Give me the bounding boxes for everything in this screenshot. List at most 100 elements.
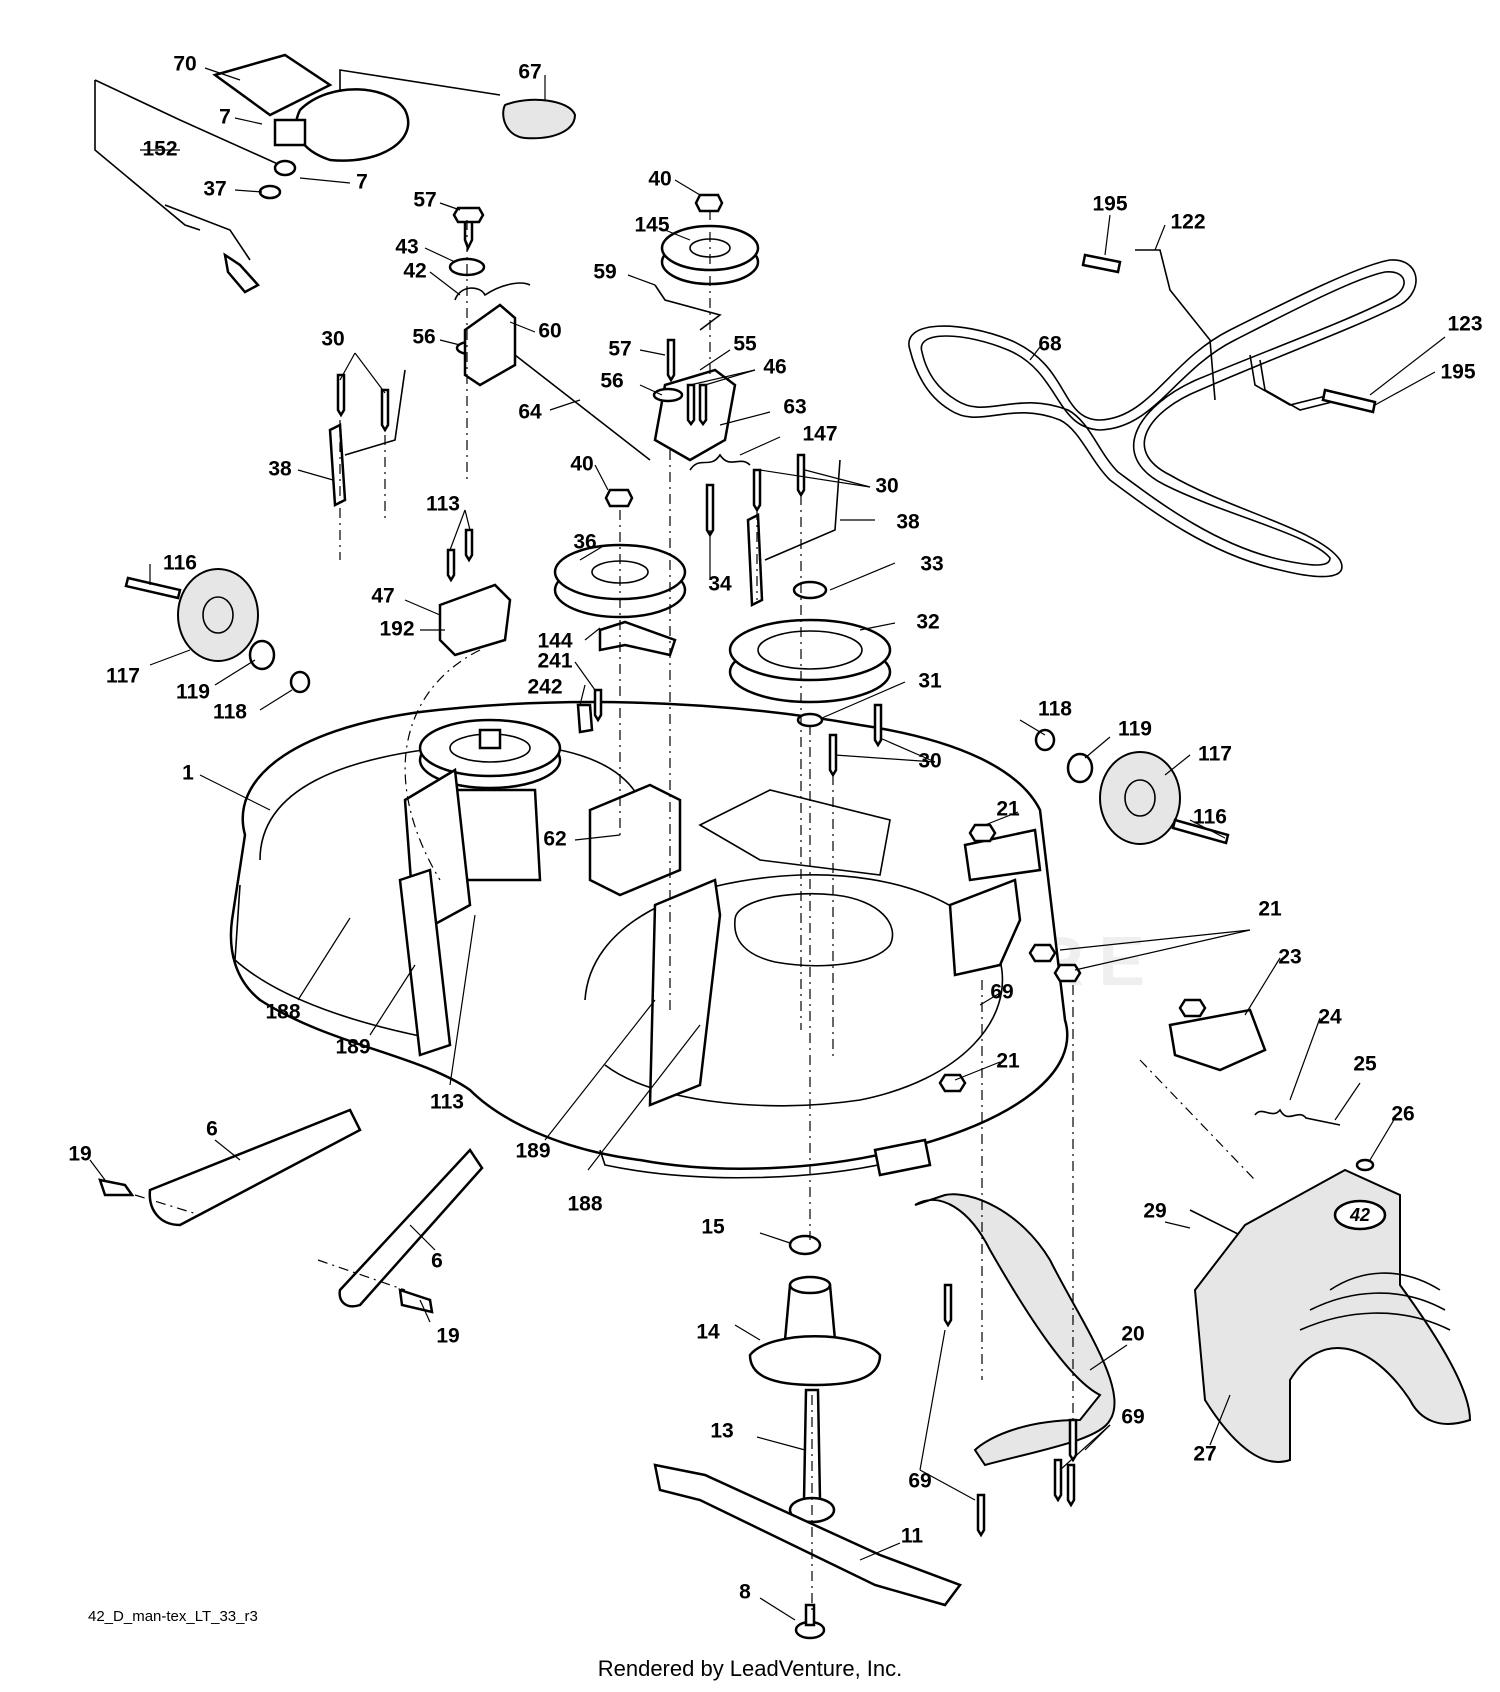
deck-left-pulley xyxy=(403,718,562,938)
callout: 27 xyxy=(1193,1443,1216,1466)
callout: 122 xyxy=(1170,211,1205,234)
callout: 188 xyxy=(567,1193,602,1216)
upper-idler-pulley xyxy=(654,193,760,331)
callout: 56 xyxy=(600,370,623,393)
callout: 189 xyxy=(335,1036,370,1059)
callout: 118 xyxy=(213,701,247,724)
callout: 147 xyxy=(802,423,837,446)
lever-knob xyxy=(502,98,577,140)
callout: 30 xyxy=(875,475,898,498)
bolt-34 xyxy=(705,483,715,538)
callout: 145 xyxy=(634,214,669,237)
callout: 57 xyxy=(608,338,631,361)
callout: 7 xyxy=(219,106,231,129)
diagram-file-code: 42_D_man-tex_LT_33_r3 xyxy=(88,1608,258,1625)
callout: 42 xyxy=(403,260,426,283)
discharge-chute: 42 xyxy=(1193,1168,1472,1463)
bracket-47 xyxy=(438,528,512,657)
callout: 113 xyxy=(430,1091,464,1114)
callout: 60 xyxy=(538,320,561,343)
callout: 19 xyxy=(436,1325,459,1348)
callout: 30 xyxy=(918,750,941,773)
bolts-241-242 xyxy=(576,688,603,734)
leader-lines xyxy=(89,67,1446,1621)
main-deck-pulley xyxy=(728,580,892,728)
callout: 1 xyxy=(182,762,194,785)
deflector-rod xyxy=(914,1193,1116,1538)
callout: 19 xyxy=(68,1143,91,1166)
callout: 40 xyxy=(648,168,671,191)
callout: 47 xyxy=(371,585,394,608)
render-credit: Rendered by LeadVenture, Inc. xyxy=(597,1656,903,1681)
callout: 38 xyxy=(896,511,920,534)
callout: 25 xyxy=(1353,1053,1377,1076)
callout: 21 xyxy=(996,1050,1020,1073)
callout: 30 xyxy=(321,328,344,351)
callout: 68 xyxy=(1038,333,1062,356)
deck-bolts-30 xyxy=(828,703,883,778)
callout: 20 xyxy=(1121,1323,1144,1346)
callout: 7 xyxy=(356,171,368,194)
callout: 119 xyxy=(1118,718,1152,741)
callout: 63 xyxy=(783,396,806,419)
callout: 64 xyxy=(518,401,542,424)
callout: 11 xyxy=(901,1525,924,1548)
deck-mount-brackets xyxy=(398,783,1022,1107)
callout: 189 xyxy=(515,1140,550,1163)
callout: 70 xyxy=(173,53,196,76)
idler-bracket xyxy=(652,338,751,471)
blade-spindle-assembly xyxy=(653,1234,963,1640)
callout: 118 xyxy=(1038,698,1072,721)
callout: 55 xyxy=(733,333,757,356)
callout: 14 xyxy=(696,1321,720,1344)
callout: 6 xyxy=(431,1250,443,1273)
left-bracket-bolts xyxy=(328,369,406,507)
callout: 119 xyxy=(176,681,210,704)
callout: 36 xyxy=(573,531,596,554)
callout: 59 xyxy=(593,261,616,284)
callout: 46 xyxy=(763,356,786,379)
callout: 32 xyxy=(916,611,939,634)
callout: 38 xyxy=(268,458,292,481)
callout: 67 xyxy=(518,61,541,84)
callout: 69 xyxy=(990,981,1013,1004)
callout: 144 xyxy=(537,630,572,653)
callout: 113 xyxy=(426,493,460,516)
callout: 13 xyxy=(710,1420,733,1443)
callout: 117 xyxy=(106,665,140,688)
callout: 15 xyxy=(701,1216,725,1239)
drive-belt xyxy=(908,259,1417,578)
callout: 117 xyxy=(1198,743,1232,766)
callout: 241 xyxy=(537,650,572,673)
callout: 192 xyxy=(379,618,414,641)
callout: 116 xyxy=(1193,806,1227,829)
right-bracket-bolts xyxy=(746,453,841,607)
callout-labels: 70 67 7 152 7 37 57 43 42 56 60 30 38 64… xyxy=(68,53,1482,1604)
callout: 116 xyxy=(163,552,197,575)
callout: 123 xyxy=(1447,313,1482,336)
left-gauge-wheel xyxy=(124,568,311,694)
callout: 195 xyxy=(1440,361,1475,384)
callout: 8 xyxy=(739,1581,751,1604)
deck-hangers xyxy=(98,1108,484,1314)
belt-guides xyxy=(1081,249,1377,414)
callout: 69 xyxy=(1121,1406,1144,1429)
callout: 24 xyxy=(1318,1006,1342,1029)
callout: 26 xyxy=(1391,1103,1414,1126)
deck-size-badge: 42 xyxy=(1349,1205,1370,1225)
callout: 56 xyxy=(412,326,435,349)
callout: 43 xyxy=(395,236,418,259)
callout: 29 xyxy=(1143,1200,1166,1223)
callout: 23 xyxy=(1278,946,1301,969)
callout: 31 xyxy=(918,670,942,693)
callout: 69 xyxy=(908,1470,931,1493)
alignment-lines xyxy=(134,210,1256,1610)
callout: 242 xyxy=(527,676,562,699)
callout: 195 xyxy=(1092,193,1127,216)
callout: 40 xyxy=(570,453,593,476)
callout: 37 xyxy=(203,178,226,201)
callout: 33 xyxy=(920,553,943,576)
callout: 188 xyxy=(265,1001,300,1024)
callout: 57 xyxy=(413,189,436,212)
